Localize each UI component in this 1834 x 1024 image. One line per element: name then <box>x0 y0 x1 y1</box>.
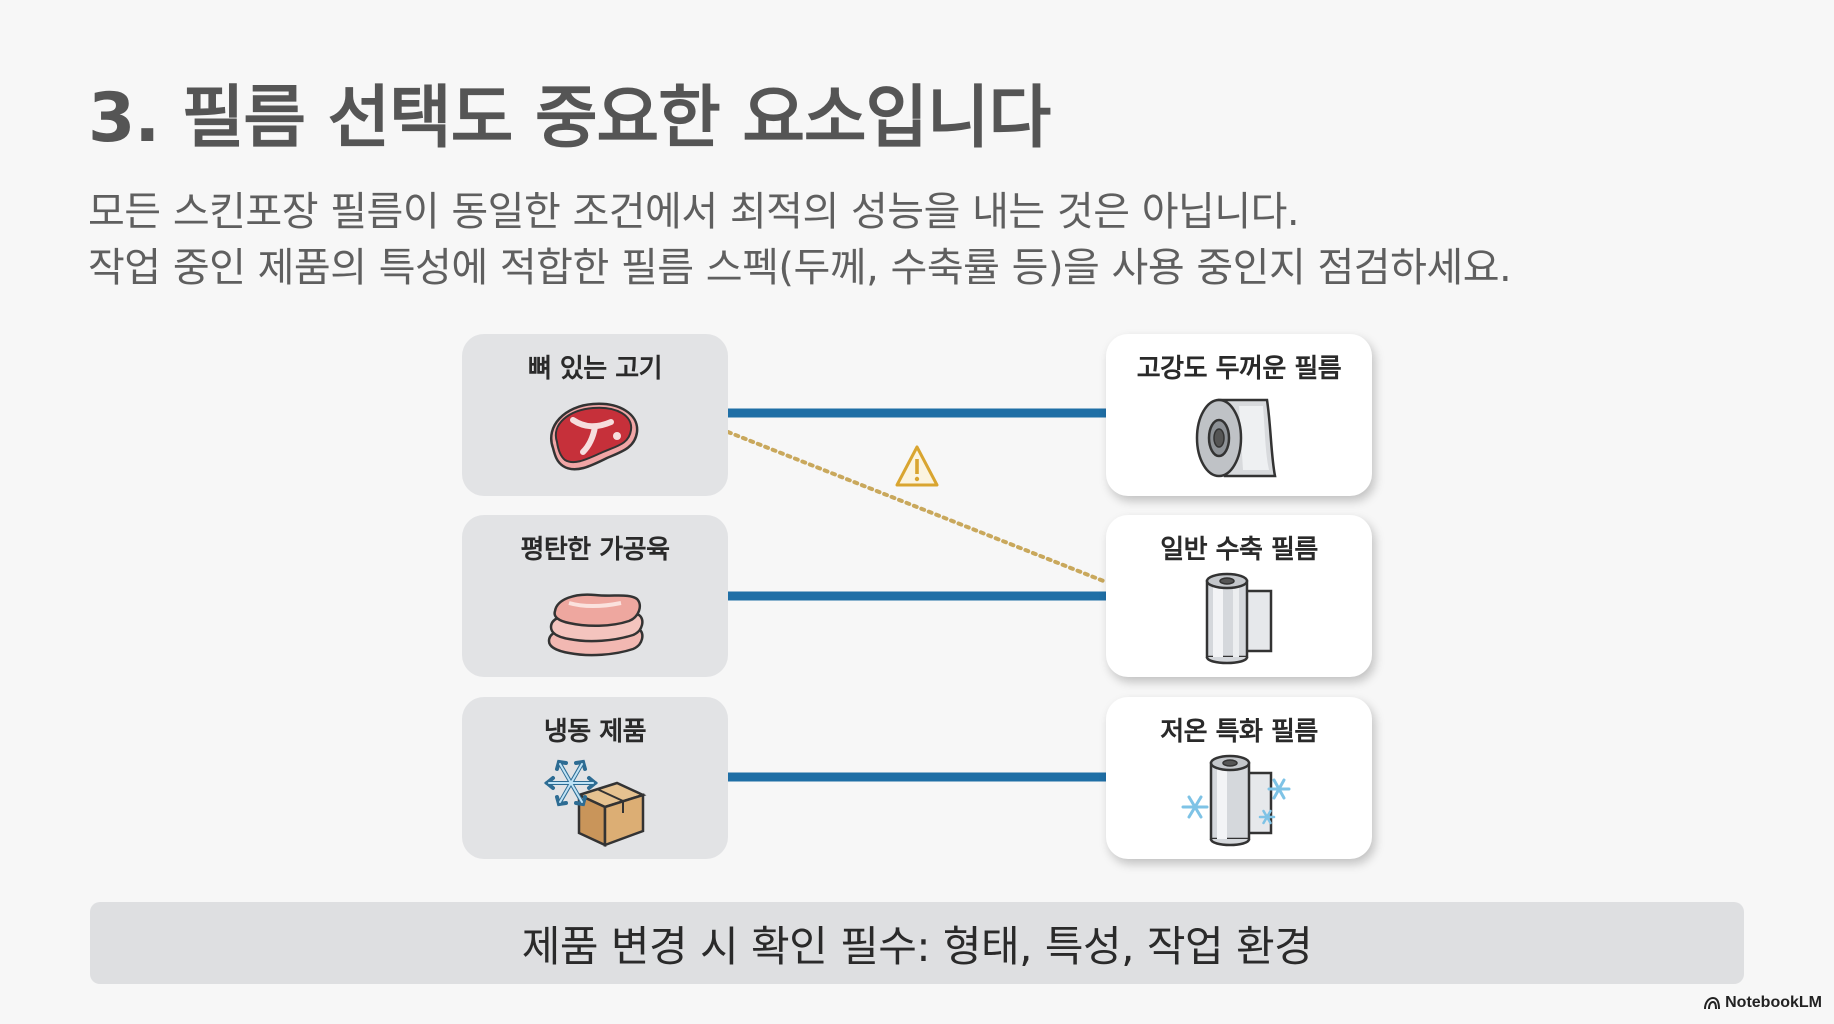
film-card-thick: 고강도 두꺼운 필름 <box>1106 334 1372 496</box>
snowflake-icon <box>1258 809 1276 825</box>
cold-film-roll-icon <box>1181 754 1291 847</box>
product-label: 뼈 있는 고기 <box>527 354 663 384</box>
product-card-bone-meat: 뼈 있는 고기 <box>462 334 728 496</box>
product-label: 평탄한 가공육 <box>520 535 670 565</box>
subtitle-line-1: 모든 스킨포장 필름이 동일한 조건에서 최적의 성능을 내는 것은 아닙니다. <box>88 189 1300 235</box>
film-roll-icon <box>1205 572 1273 665</box>
product-card-frozen: 냉동 제품 <box>462 697 728 859</box>
thick-film-roll-icon <box>1195 398 1277 478</box>
brand-watermark: NotebookLM <box>1703 994 1822 1012</box>
film-card-shrink: 일반 수축 필름 <box>1106 515 1372 677</box>
notebooklm-logo-icon <box>1704 996 1721 1010</box>
frozen-box-icon <box>543 759 647 847</box>
page-title: 3. 필름 선택도 중요한 요소입니다 <box>88 79 1051 158</box>
summary-banner: 제품 변경 시 확인 필수: 형태, 특성, 작업 환경 <box>90 902 1744 984</box>
steak-icon <box>550 402 639 471</box>
product-card-flat-meat: 평탄한 가공육 <box>462 515 728 677</box>
snowflake-icon <box>1181 795 1209 819</box>
brand-name: NotebookLM <box>1725 994 1822 1011</box>
film-label: 일반 수축 필름 <box>1160 535 1318 565</box>
warning-icon <box>895 445 939 487</box>
subtitle-line-2: 작업 중인 제품의 특성에 적합한 필름 스펙(두께, 수축률 등)을 사용 중… <box>88 245 1512 291</box>
connector-bone-meat-to-shrink-film-mismatch <box>726 430 1108 584</box>
film-label: 저온 특화 필름 <box>1160 717 1318 747</box>
product-label: 냉동 제품 <box>543 717 647 747</box>
page-subtitle: 모든 스킨포장 필름이 동일한 조건에서 최적의 성능을 내는 것은 아닙니다.… <box>88 184 1768 296</box>
film-card-cold: 저온 특화 필름 <box>1106 697 1372 859</box>
summary-banner-text: 제품 변경 시 확인 필수: 형태, 특성, 작업 환경 <box>521 921 1313 971</box>
film-label: 고강도 두꺼운 필름 <box>1136 354 1342 384</box>
sliced-meat-icon <box>547 593 644 657</box>
snowflake-icon <box>1267 778 1291 800</box>
